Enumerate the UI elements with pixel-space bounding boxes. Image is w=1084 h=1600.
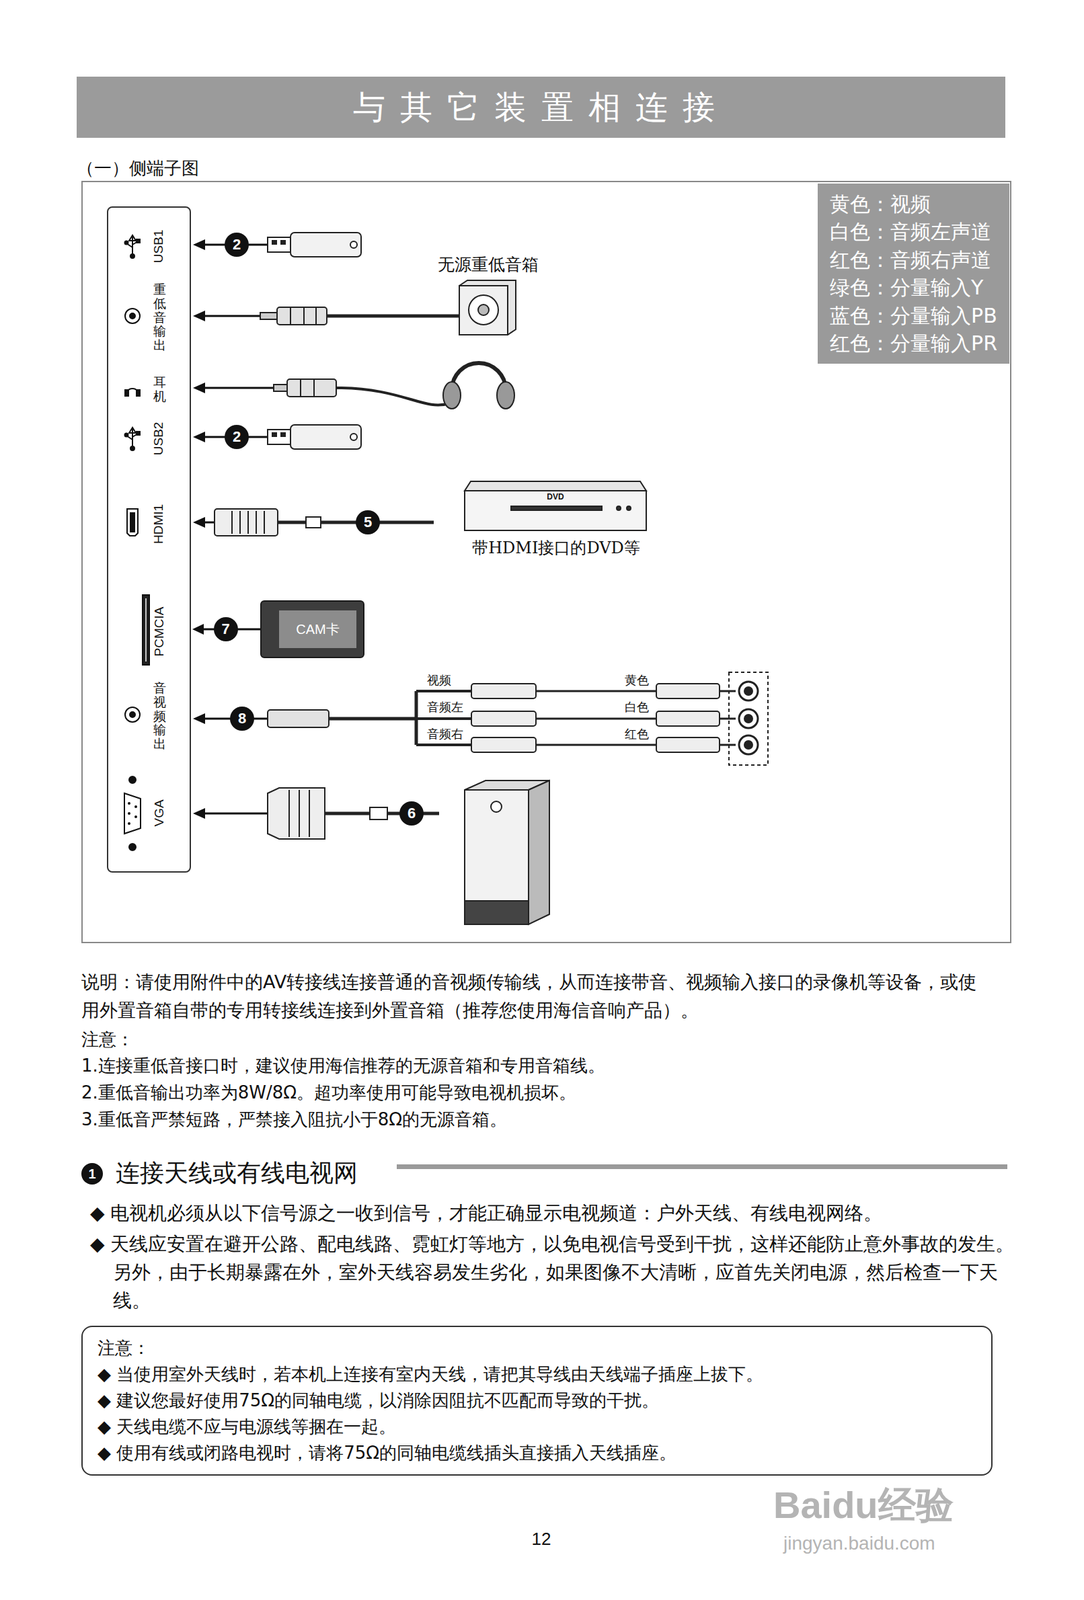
- notice-item: ◆ 当使用室外天线时，若本机上连接有室内天线，请把其导线由天线端子插座上拔下。: [97, 1361, 977, 1388]
- explanation: 说明：请使用附件中的AV转接线连接普通的音视频传输线，从而连接带音、视频输入接口…: [81, 968, 990, 1025]
- note-heading: 注意：: [81, 1027, 134, 1054]
- hdmi-cable: [214, 509, 434, 536]
- port-label: 耳机: [153, 375, 167, 404]
- color-label: 红色: [624, 726, 649, 742]
- section-number: 1: [81, 1163, 103, 1185]
- title: 与其它装置相连接: [76, 76, 1006, 138]
- section-heading: 连接天线或有线电视网: [115, 1157, 358, 1190]
- card-text: CAM卡: [279, 610, 357, 649]
- watermark-url: jingyan.baidu.com: [783, 1531, 936, 1557]
- watermark: Baidu经验: [773, 1481, 954, 1531]
- legend-text: 黄色：视频: [829, 190, 998, 218]
- port-label: USB1: [152, 229, 167, 263]
- port-label: 重低音输出: [153, 282, 167, 353]
- port-label: HDMI1: [152, 503, 167, 544]
- callout-number: 2: [224, 232, 249, 257]
- wire-label: 音频右: [427, 726, 464, 742]
- legend-text: 绿色：分量输入Y: [829, 273, 998, 302]
- color-label: 黄色: [624, 673, 649, 688]
- diagram-frame: [82, 181, 1011, 943]
- legend-text: 白色：音频左声道: [829, 217, 998, 246]
- cam-card: CAM卡: [260, 600, 365, 659]
- note-item: 3.重低音严禁短路，严禁接入阻抗小于8Ω的无源音箱。: [81, 1107, 508, 1134]
- legend-text: 红色：分量输入PR: [829, 329, 998, 358]
- page-number: 12: [531, 1528, 552, 1552]
- callout-number: 6: [399, 801, 424, 826]
- note-item: 2.重低音输出功率为8W/8Ω。超功率使用可能导致电视机损坏。: [81, 1080, 577, 1107]
- callout-number: 5: [355, 510, 380, 535]
- notice-item: ◆ 使用有线或闭路电视时，请将75Ω的同轴电缆线插头直接插入天线插座。: [97, 1440, 977, 1467]
- device-label: 无源重低音箱: [437, 254, 539, 277]
- subwoofer: [260, 280, 516, 335]
- port-label: USB2: [152, 421, 167, 456]
- av-cable: [267, 672, 768, 766]
- callout-number: 2: [224, 424, 249, 450]
- bullet-item: ◆ 天线应安置在避开公路、配电线路、霓虹灯等地方，以免电视信号受到干扰，这样还能…: [90, 1230, 1021, 1316]
- note-item: 1.连接重低音接口时，建议使用海信推荐的无源音箱和专用音箱线。: [81, 1053, 606, 1080]
- legend-text: 红色：音频右声道: [829, 246, 998, 274]
- notice-item: ◆ 建议您最好使用75Ω的同轴电缆，以消除因阻抗不匹配而导致的干扰。: [97, 1387, 977, 1415]
- logo-text: DVD: [546, 492, 564, 502]
- section-label: （一）侧端子图: [76, 157, 200, 181]
- headphones: [273, 363, 515, 409]
- callout-number: 7: [213, 617, 239, 642]
- port-label: 音视频输出: [153, 681, 167, 752]
- legend-text: 蓝色：分量输入PB: [829, 301, 998, 330]
- notice-box: 注意：◆ 当使用室外天线时，若本机上连接有室内天线，请把其导线由天线端子插座上拔…: [81, 1326, 993, 1477]
- section-rule: [396, 1164, 1008, 1170]
- terminal-panel: USB1 重低音输出耳机 USB2HDMI1PCMCIA 音视频输出 VGA: [106, 206, 191, 873]
- legend-panel: 黄色：视频白色：音频左声道红色：音频右声道绿色：分量输入Y蓝色：分量输入PB红色…: [817, 183, 1010, 364]
- port-icons: [124, 235, 150, 851]
- bullet-item: ◆ 电视机必须从以下信号源之一收到信号，才能正确显示电视频道：户外天线、有线电视…: [90, 1199, 1021, 1228]
- notice-item: ◆ 天线电缆不应与电源线等捆在一起。: [97, 1414, 977, 1441]
- title-band: 与其它装置相连接: [76, 76, 1006, 138]
- port-label: PCMCIA: [152, 606, 167, 657]
- wire-label: 音频左: [427, 700, 464, 715]
- wire-label: 视频: [427, 673, 452, 688]
- vga-cable: [267, 788, 440, 840]
- computer-tower: [464, 780, 550, 925]
- color-label: 白色: [624, 700, 649, 715]
- device-label: 带HDMI接口的DVD等: [472, 537, 641, 559]
- dvd-player: [464, 481, 647, 531]
- notice-heading: 注意：: [97, 1335, 977, 1362]
- port-label: VGA: [152, 799, 167, 827]
- usb-stick: [267, 232, 362, 450]
- callout-number: 8: [229, 706, 255, 731]
